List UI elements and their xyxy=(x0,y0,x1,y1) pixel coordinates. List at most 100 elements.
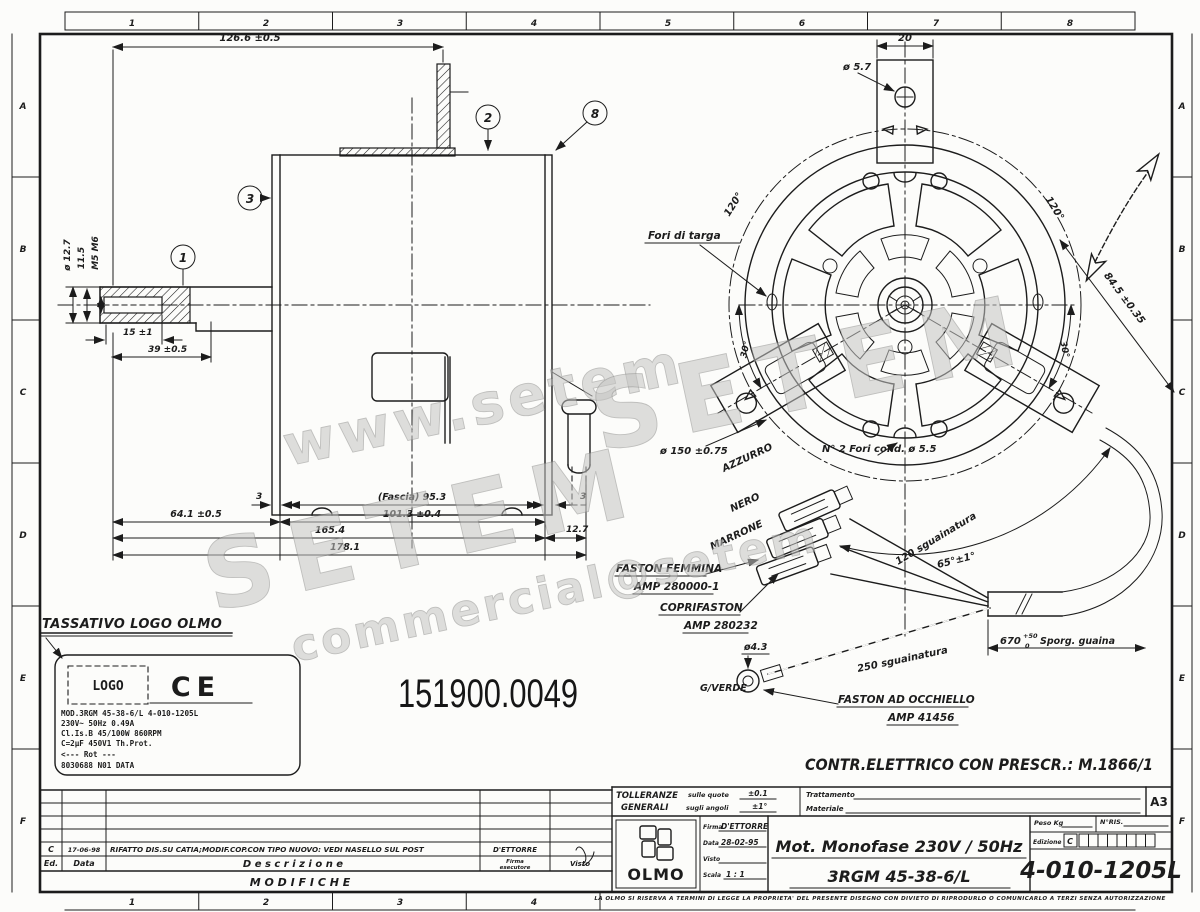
label-faston-ref: AMP 280000-1 xyxy=(633,581,719,593)
border-col-bottom: 3 xyxy=(397,898,403,908)
dim-fascia: (Fascia) 95.3 xyxy=(378,492,447,503)
modifiche-table: C 17-06-98 RIFATTO DIS.SU CATIA;MODIF.CO… xyxy=(39,786,613,893)
olmo-logo: OLMO xyxy=(615,819,697,889)
drawing-title-line2: 3RGM 45-38-6/L xyxy=(827,867,970,886)
mod-h-date: Data xyxy=(73,859,94,868)
callout-1: 1 xyxy=(170,244,196,286)
dim-120-right: 120° xyxy=(1043,195,1066,223)
dim-11-5: 11.5 xyxy=(77,247,87,269)
dim-65: 65°±1° xyxy=(936,551,977,571)
dim-178: 178.1 xyxy=(330,542,360,553)
watermarks: www.setem SETEM SETEM commercial@setem xyxy=(193,271,1044,673)
dim-sheath-val: 670 xyxy=(1000,636,1021,647)
logo-placeholder: LOGO xyxy=(92,679,123,694)
dim-39: 39 ±0.5 xyxy=(148,345,187,355)
border-row: F xyxy=(1179,817,1186,827)
ring-terminal xyxy=(736,663,784,693)
scala-label: Scala xyxy=(703,872,721,879)
callout-3: 3 xyxy=(237,185,271,211)
border-col-bottom: 4 xyxy=(530,898,537,908)
bracket-right xyxy=(963,322,1101,434)
edizione-value: C xyxy=(1067,837,1073,846)
mod-h-desc: D e s c r i z i o n e xyxy=(243,859,343,870)
trattamento-label: Trattamento xyxy=(806,791,855,799)
nameplate-line1: MOD.3RGM 45-38-6/L 4-010-1205L xyxy=(61,709,199,718)
border-col: 3 xyxy=(397,19,403,29)
border-row: F xyxy=(20,817,27,827)
wire-label-black: NERO xyxy=(729,491,763,514)
mod-row-date: 17-06-98 xyxy=(68,846,101,854)
olmo-logo-text: OLMO xyxy=(627,865,684,884)
tol-line1: TOLLERANZE xyxy=(616,791,678,801)
nameplate-header: TASSATIVO LOGO OLMO xyxy=(42,617,222,632)
callout-8-label: 8 xyxy=(591,107,599,121)
border-row: A xyxy=(19,102,27,112)
dim-sheath-tol-up: +50 xyxy=(1023,632,1038,640)
dim-20: 20 xyxy=(898,33,912,44)
materiale-label: Materiale xyxy=(806,805,844,813)
visto-label: Visto xyxy=(703,856,720,863)
callout-3-label: 3 xyxy=(246,192,254,206)
nameplate-line6: 8030688 N01 DATA xyxy=(61,761,135,770)
mod-h-firma1: Firma xyxy=(506,859,524,865)
mod-row-ed: C xyxy=(48,845,54,854)
dim-150: ø 150 ±0.75 xyxy=(659,446,728,457)
dim-12-7: 12.7 xyxy=(566,525,589,535)
nameplate-line2: 230V~ 50Hz 0.49A xyxy=(61,719,135,728)
dim-30-left: 30° xyxy=(739,340,752,359)
border-row: E xyxy=(1179,674,1186,684)
dim-3-right: 3 xyxy=(580,492,586,502)
mod-h-ed: Ed. xyxy=(44,859,58,868)
dim-overall-length: 126.6 ±0.5 xyxy=(219,33,280,44)
peso-label: Peso Kg xyxy=(1034,819,1064,827)
tol-quote-label: sulle quote xyxy=(688,791,729,799)
modifiche-title: M O D I F I C H E xyxy=(250,876,351,889)
dim-15: 15 ±1 xyxy=(123,328,152,338)
callout-2-label: 2 xyxy=(484,111,492,125)
dim-120-left: 120° xyxy=(722,191,745,219)
bracket-left xyxy=(709,322,847,434)
title-block: TOLLERANZE GENERALI sulle quote ±0.1 sug… xyxy=(594,786,1182,902)
border-row: D xyxy=(1178,531,1186,541)
signature-mark xyxy=(575,846,595,866)
callout-1-label: 1 xyxy=(179,251,187,265)
callout-2: 2 xyxy=(475,104,501,151)
dim-84: 84.5 ±0.35 xyxy=(1101,271,1147,327)
tol-angle-label: sugli angoli xyxy=(686,804,729,812)
dim-shaft-diameter: ø 12.7 xyxy=(63,239,73,272)
watermark-brand: SETEM xyxy=(581,272,1042,475)
border-col: 7 xyxy=(933,19,940,29)
drawing-code: 4-010-1205L xyxy=(1019,858,1182,884)
shaft-hub xyxy=(877,277,933,333)
dim-101: 101.3 ±0.4 xyxy=(383,509,442,520)
mod-h-firma2: esecutore xyxy=(500,865,531,871)
firma-label: Firma xyxy=(703,824,722,831)
border-row: B xyxy=(1179,245,1186,255)
dim-thread: M5 M6 xyxy=(91,236,101,270)
mod-h-visto: Visto xyxy=(570,860,590,868)
border-row: E xyxy=(20,674,27,684)
nris-label: N°RIS. xyxy=(1100,818,1123,826)
electric-control-note: CONTR.ELETTRICO CON PRESCR.: M.1866/1 xyxy=(805,755,1153,774)
border-col: 4 xyxy=(530,19,537,29)
dim-3-left: 3 xyxy=(256,492,262,502)
drawing-title-line1: Mot. Monofase 230V / 50Hz xyxy=(776,837,1024,856)
scala-value: 1 : 1 xyxy=(726,870,745,879)
nameplate-line5: <--- Rot --- xyxy=(61,750,116,759)
dim-165: 165.4 xyxy=(315,525,345,536)
border-row: C xyxy=(1179,388,1186,398)
label-occhiello: FASTON AD OCCHIELLO xyxy=(838,694,975,706)
border-row: A xyxy=(1178,102,1186,112)
sheet-format: A3 xyxy=(1150,795,1168,809)
wire-label-green: G/VERDE xyxy=(700,683,747,694)
legal-note: LA OLMO SI RISERVA A TERMINI DI LEGGE LA… xyxy=(594,896,1165,902)
label-coprifaston: COPRIFASTON xyxy=(660,602,743,614)
logo-placeholder-box xyxy=(67,665,149,705)
tol-quote-value: ±0.1 xyxy=(748,789,768,798)
part-number: 151900.0049 xyxy=(398,672,578,716)
label-fori-targa: Fori di targa xyxy=(648,230,721,242)
arc-arrowheads xyxy=(743,125,1067,401)
mod-row-desc: RIFATTO DIS.SU CATIA;MODIF.COP.CON TIPO … xyxy=(110,845,425,854)
nameplate-line3: Cl.Is.B 45/100W 860RPM xyxy=(61,729,162,738)
